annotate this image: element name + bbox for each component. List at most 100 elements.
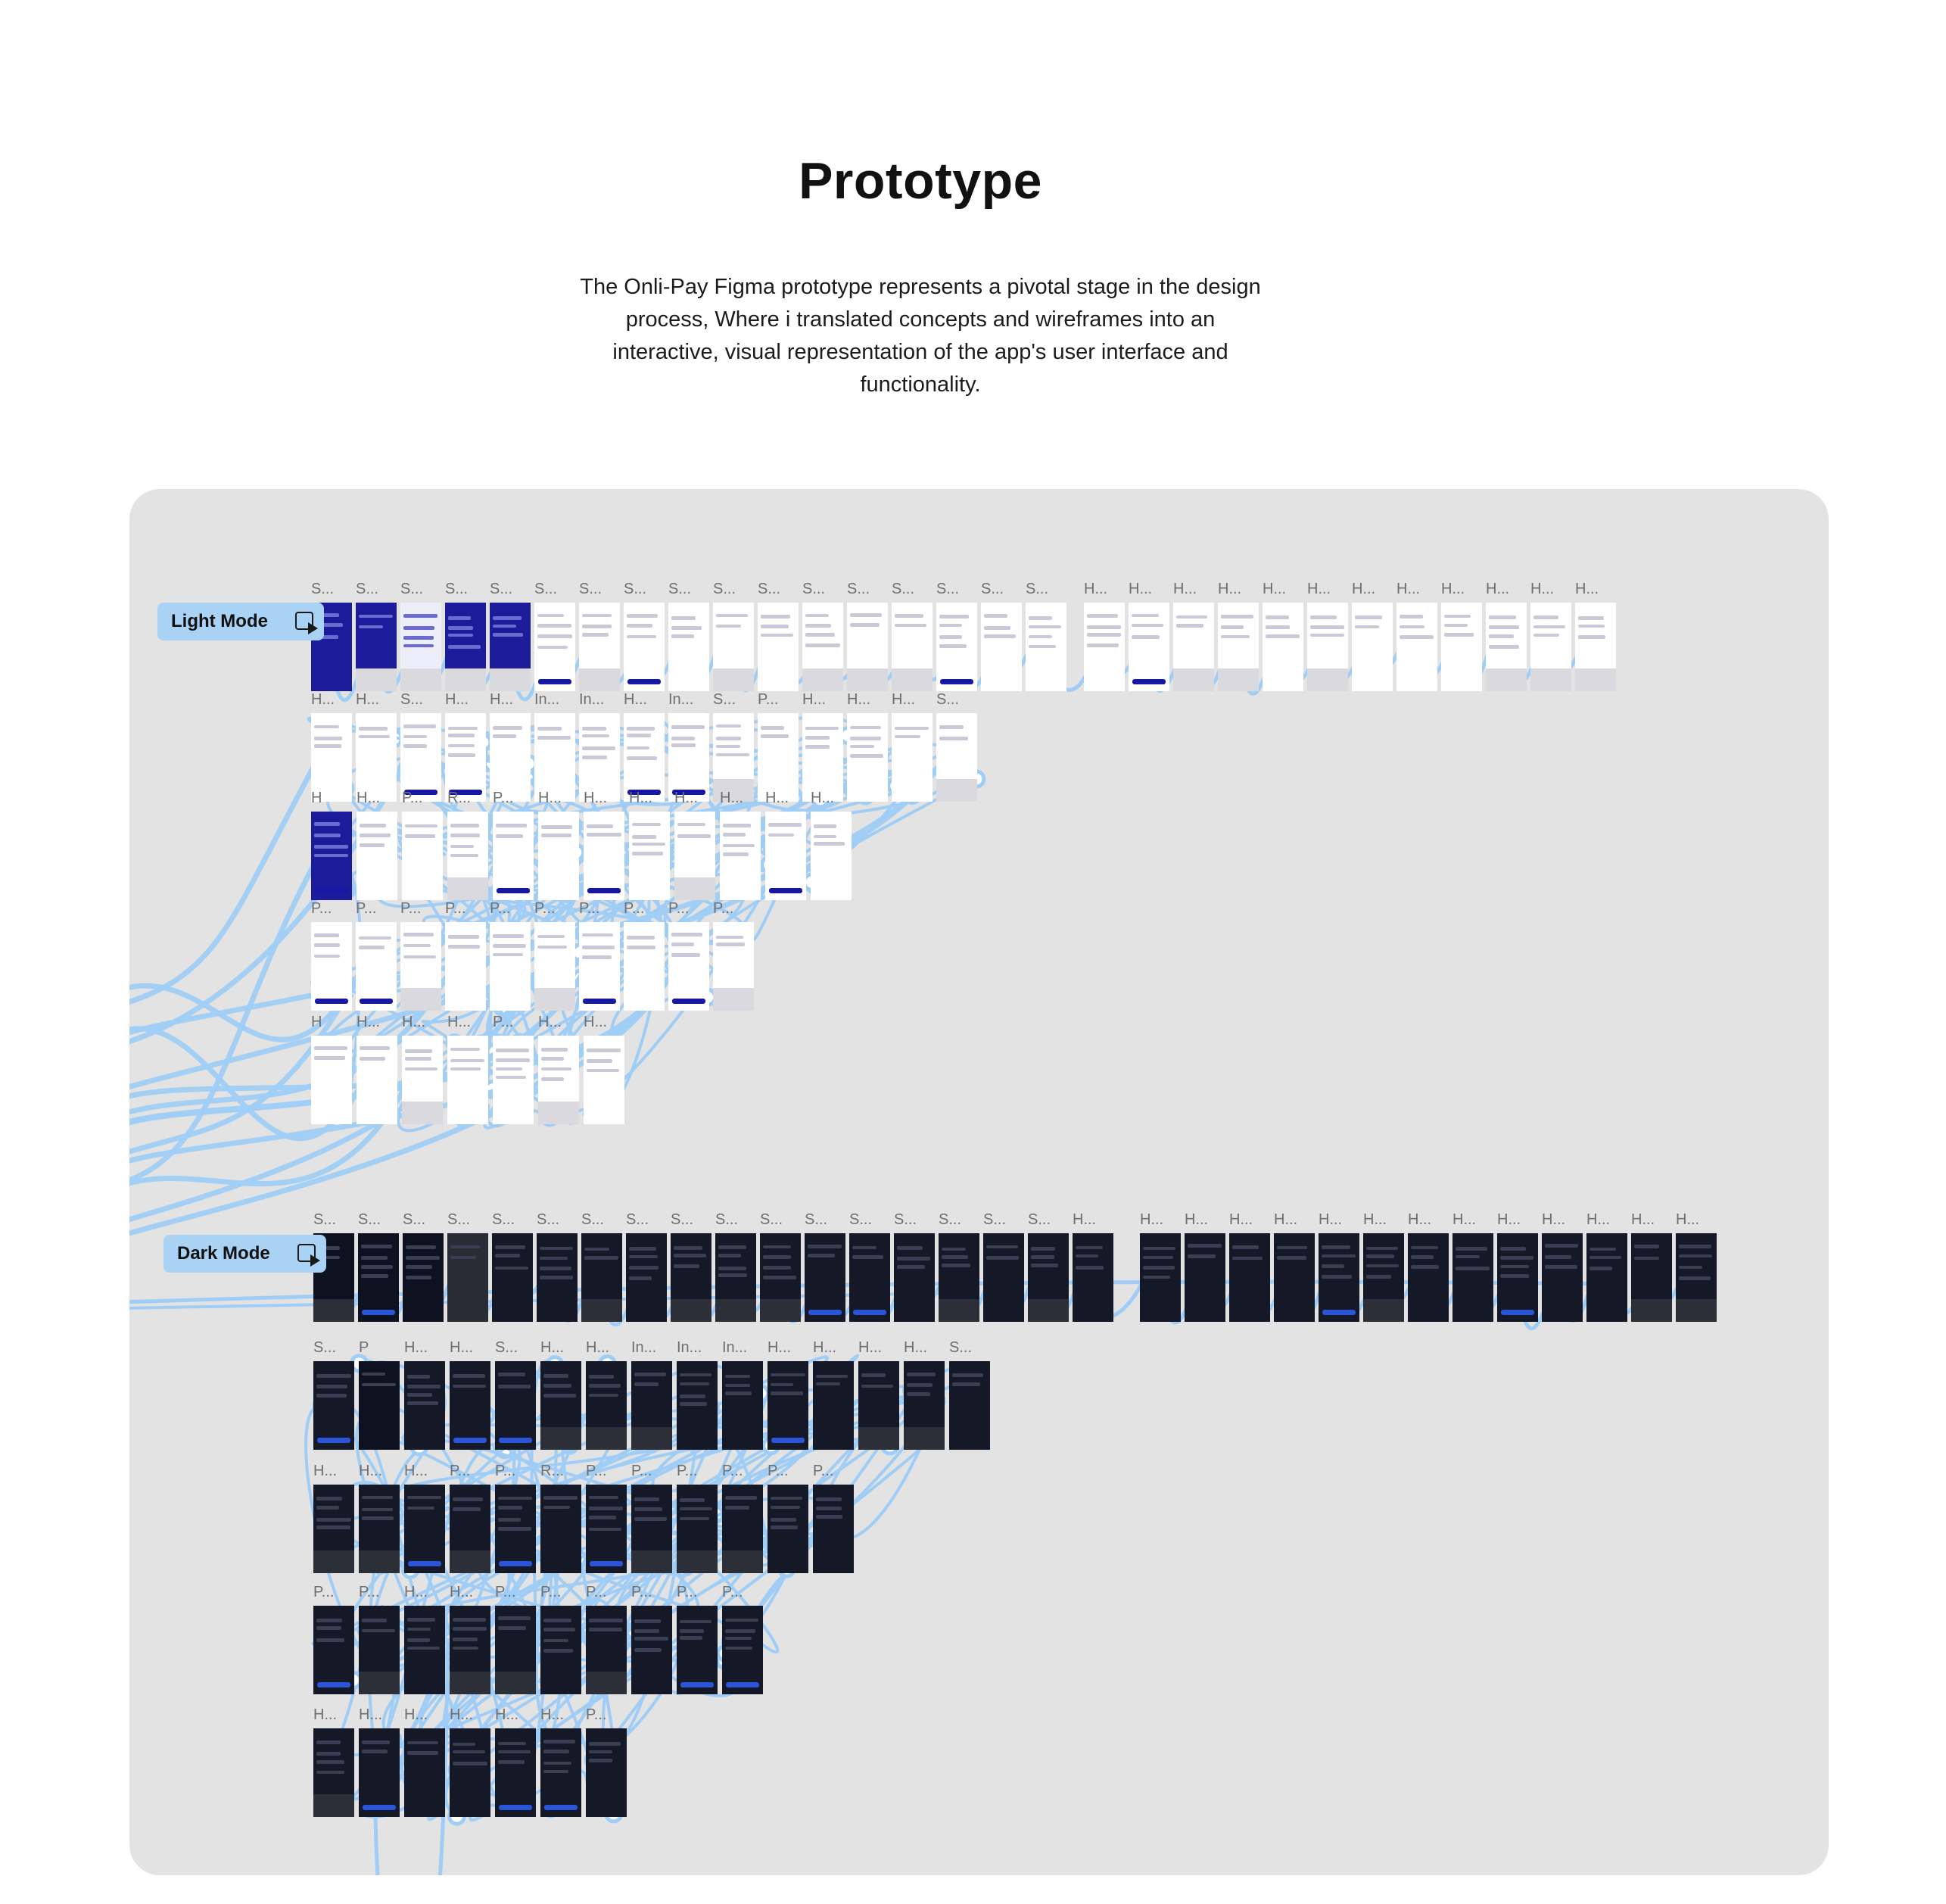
prototype-screen-thumbnail[interactable] <box>1542 1233 1583 1322</box>
prototype-screen-thumbnail[interactable] <box>404 1606 445 1694</box>
prototype-screen-thumbnail[interactable] <box>858 1361 899 1450</box>
prototype-screen-thumbnail[interactable] <box>722 1606 763 1694</box>
prototype-screen-thumbnail[interactable] <box>813 1361 854 1450</box>
prototype-screen-thumbnail[interactable] <box>1363 1233 1404 1322</box>
prototype-screen-thumbnail[interactable] <box>1352 603 1393 691</box>
prototype-screen-thumbnail[interactable] <box>949 1361 990 1450</box>
prototype-screen-thumbnail[interactable] <box>983 1233 1024 1322</box>
prototype-screen-thumbnail[interactable] <box>579 922 620 1011</box>
prototype-screen-thumbnail[interactable] <box>402 812 443 900</box>
prototype-screen-thumbnail[interactable] <box>490 603 531 691</box>
prototype-screen-thumbnail[interactable] <box>668 922 709 1011</box>
prototype-screen-thumbnail[interactable] <box>586 1606 627 1694</box>
prototype-screen-thumbnail[interactable] <box>892 713 933 802</box>
prototype-screen-thumbnail[interactable] <box>540 1606 581 1694</box>
prototype-screen-thumbnail[interactable] <box>1307 603 1348 691</box>
prototype-screen-thumbnail[interactable] <box>1396 603 1437 691</box>
prototype-screen-thumbnail[interactable] <box>495 1728 536 1817</box>
prototype-screen-thumbnail[interactable] <box>1073 1233 1113 1322</box>
prototype-screen-thumbnail[interactable] <box>450 1361 490 1450</box>
prototype-screen-thumbnail[interactable] <box>313 1606 354 1694</box>
prototype-screen-thumbnail[interactable] <box>311 713 352 802</box>
prototype-screen-thumbnail[interactable] <box>981 603 1022 691</box>
prototype-screen-thumbnail[interactable] <box>760 1233 801 1322</box>
prototype-screen-thumbnail[interactable] <box>579 603 620 691</box>
prototype-screen-thumbnail[interactable] <box>1263 603 1303 691</box>
prototype-screen-thumbnail[interactable] <box>402 1036 443 1124</box>
prototype-screen-thumbnail[interactable] <box>811 812 852 900</box>
prototype-screen-thumbnail[interactable] <box>1408 1233 1449 1322</box>
prototype-screen-thumbnail[interactable] <box>768 1485 808 1573</box>
prototype-screen-thumbnail[interactable] <box>586 1361 627 1450</box>
prototype-screen-thumbnail[interactable] <box>722 1485 763 1573</box>
prototype-screen-thumbnail[interactable] <box>802 603 843 691</box>
prototype-screen-thumbnail[interactable] <box>447 812 488 900</box>
prototype-screen-thumbnail[interactable] <box>358 1233 399 1322</box>
prototype-screen-thumbnail[interactable] <box>311 812 352 900</box>
prototype-screen-thumbnail[interactable] <box>311 1036 352 1124</box>
prototype-screen-thumbnail[interactable] <box>936 603 977 691</box>
prototype-screen-thumbnail[interactable] <box>1129 603 1169 691</box>
prototype-screen-thumbnail[interactable] <box>492 1233 533 1322</box>
dark-mode-flow-start[interactable]: Dark Mode <box>163 1235 326 1273</box>
prototype-screen-thumbnail[interactable] <box>713 922 754 1011</box>
prototype-screen-thumbnail[interactable] <box>537 1233 578 1322</box>
prototype-screen-thumbnail[interactable] <box>404 1361 445 1450</box>
prototype-screen-thumbnail[interactable] <box>450 1606 490 1694</box>
prototype-screen-thumbnail[interactable] <box>534 603 575 691</box>
prototype-screen-thumbnail[interactable] <box>713 713 754 802</box>
prototype-screen-thumbnail[interactable] <box>894 1233 935 1322</box>
prototype-screen-thumbnail[interactable] <box>1575 603 1616 691</box>
prototype-screen-thumbnail[interactable] <box>631 1361 672 1450</box>
prototype-screen-thumbnail[interactable] <box>1140 1233 1181 1322</box>
prototype-screen-thumbnail[interactable] <box>668 603 709 691</box>
prototype-screen-thumbnail[interactable] <box>1026 603 1066 691</box>
prototype-screen-thumbnail[interactable] <box>356 603 397 691</box>
prototype-screen-thumbnail[interactable] <box>1173 603 1214 691</box>
prototype-screen-thumbnail[interactable] <box>1319 1233 1359 1322</box>
prototype-screen-thumbnail[interactable] <box>357 1036 397 1124</box>
prototype-screen-thumbnail[interactable] <box>356 922 397 1011</box>
prototype-screen-thumbnail[interactable] <box>359 1728 400 1817</box>
prototype-screen-thumbnail[interactable] <box>534 922 575 1011</box>
prototype-screen-thumbnail[interactable] <box>445 603 486 691</box>
prototype-screen-thumbnail[interactable] <box>677 1361 718 1450</box>
prototype-screen-thumbnail[interactable] <box>540 1728 581 1817</box>
prototype-screen-thumbnail[interactable] <box>581 1233 622 1322</box>
prototype-screen-thumbnail[interactable] <box>758 713 799 802</box>
prototype-screen-thumbnail[interactable] <box>624 713 665 802</box>
prototype-screen-thumbnail[interactable] <box>400 603 441 691</box>
prototype-screen-thumbnail[interactable] <box>713 603 754 691</box>
prototype-screen-thumbnail[interactable] <box>1229 1233 1270 1322</box>
prototype-screen-thumbnail[interactable] <box>540 1361 581 1450</box>
prototype-screen-thumbnail[interactable] <box>1530 603 1571 691</box>
prototype-screen-thumbnail[interactable] <box>540 1485 581 1573</box>
prototype-screen-thumbnail[interactable] <box>493 812 534 900</box>
prototype-screen-thumbnail[interactable] <box>403 1233 444 1322</box>
prototype-screen-thumbnail[interactable] <box>313 1728 354 1817</box>
prototype-screen-thumbnail[interactable] <box>534 713 575 802</box>
prototype-screen-thumbnail[interactable] <box>715 1233 756 1322</box>
prototype-screen-thumbnail[interactable] <box>939 1233 979 1322</box>
prototype-screen-thumbnail[interactable] <box>805 1233 845 1322</box>
prototype-screen-thumbnail[interactable] <box>404 1485 445 1573</box>
prototype-screen-thumbnail[interactable] <box>447 1233 488 1322</box>
prototype-screen-thumbnail[interactable] <box>668 713 709 802</box>
prototype-screen-thumbnail[interactable] <box>359 1361 400 1450</box>
prototype-screen-thumbnail[interactable] <box>1028 1233 1069 1322</box>
prototype-screen-thumbnail[interactable] <box>356 713 397 802</box>
prototype-screen-thumbnail[interactable] <box>311 922 352 1011</box>
prototype-screen-thumbnail[interactable] <box>847 603 888 691</box>
prototype-screen-thumbnail[interactable] <box>1631 1233 1672 1322</box>
prototype-screen-thumbnail[interactable] <box>802 713 843 802</box>
prototype-screen-thumbnail[interactable] <box>490 713 531 802</box>
prototype-screen-thumbnail[interactable] <box>495 1361 536 1450</box>
prototype-screen-thumbnail[interactable] <box>765 812 806 900</box>
prototype-screen-thumbnail[interactable] <box>631 1606 672 1694</box>
prototype-screen-thumbnail[interactable] <box>586 1728 627 1817</box>
prototype-screen-thumbnail[interactable] <box>936 713 977 802</box>
prototype-screen-thumbnail[interactable] <box>1486 603 1527 691</box>
light-mode-flow-start[interactable]: Light Mode <box>157 603 324 640</box>
prototype-screen-thumbnail[interactable] <box>450 1728 490 1817</box>
prototype-screen-thumbnail[interactable] <box>677 1606 718 1694</box>
